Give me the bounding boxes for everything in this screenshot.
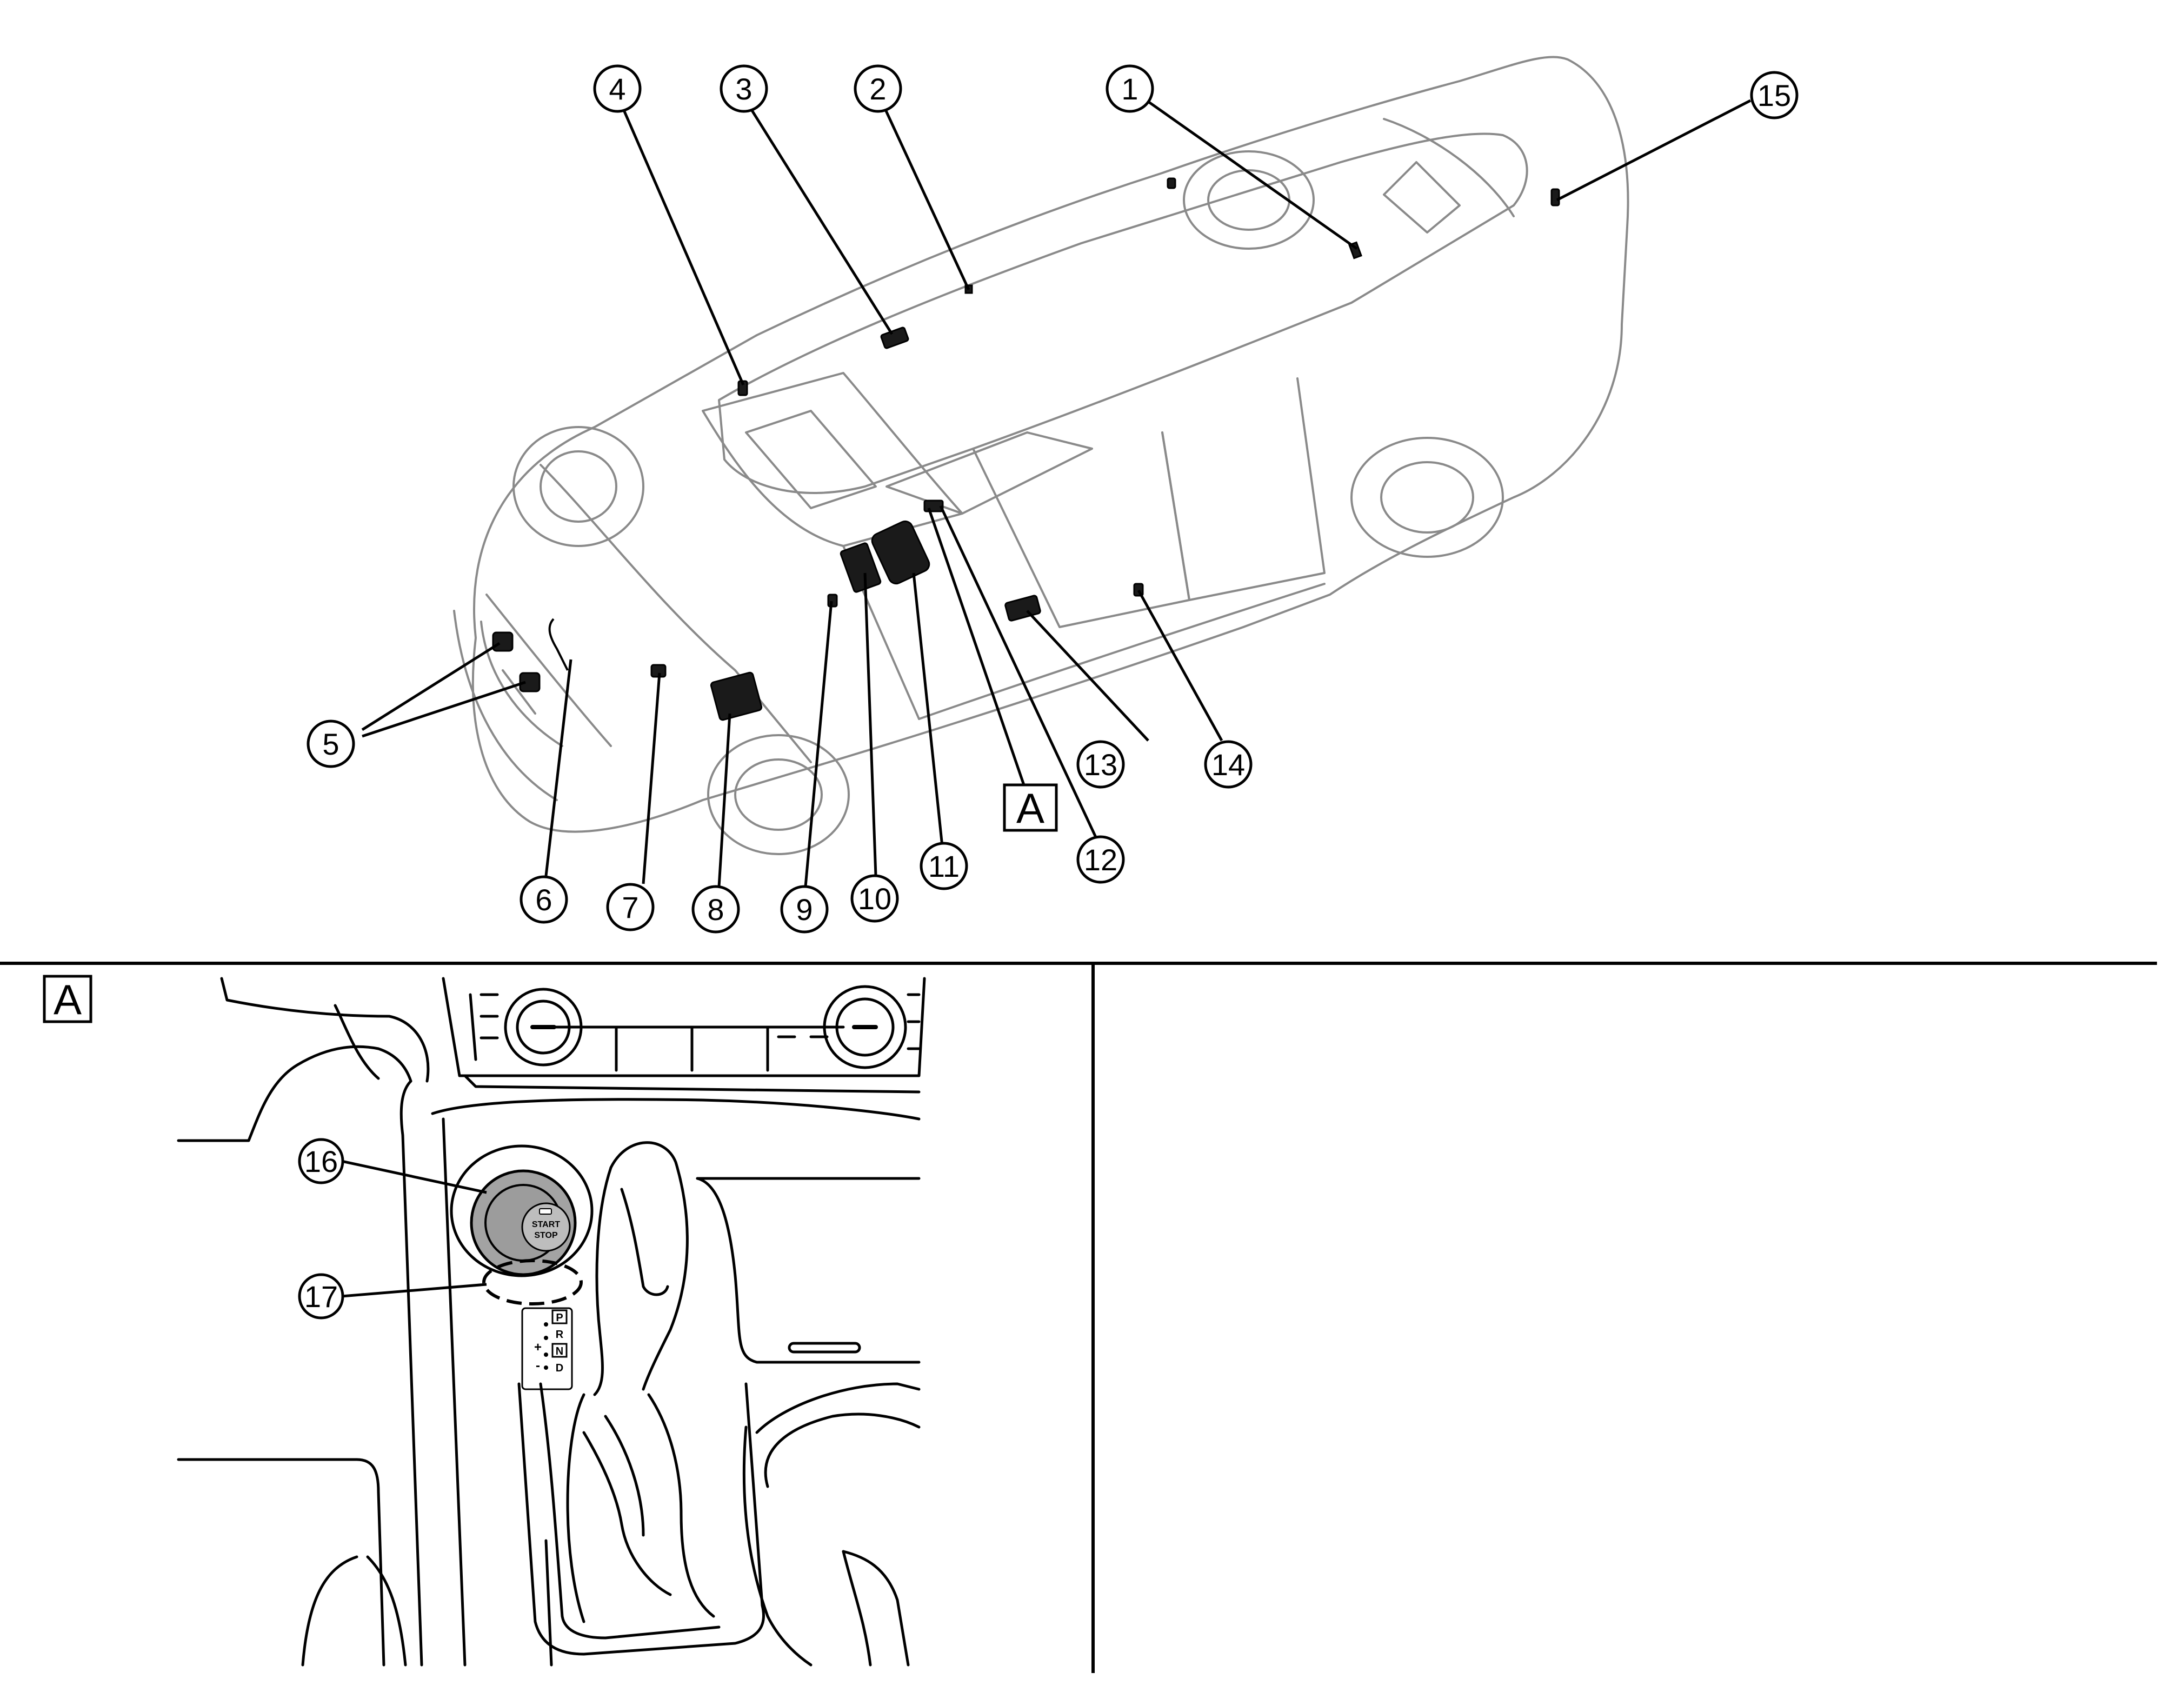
part-3-module: [880, 327, 909, 349]
callout-12-label: 12: [1084, 843, 1117, 877]
callout-9-label: 9: [796, 892, 813, 927]
callout-1-label: 1: [1121, 72, 1138, 106]
part-15-sensor: [1550, 188, 1560, 206]
callout-5: 5: [307, 719, 355, 768]
callout-2-label: 2: [869, 72, 886, 106]
callout-17: 17: [298, 1273, 344, 1320]
callout-12: 12: [1076, 835, 1125, 884]
callout-14: 14: [1204, 740, 1253, 789]
callout-13-label: 13: [1084, 748, 1117, 782]
part-13-switch: [1004, 595, 1041, 622]
callout-8-label: 8: [707, 892, 724, 927]
console-slot: [788, 1342, 861, 1354]
callout-10: 10: [850, 874, 899, 923]
detail-leader-lines: [341, 1160, 487, 1298]
callout-6-label: 6: [535, 883, 552, 917]
callout-13: 13: [1076, 740, 1125, 789]
shift-gate-panel: [521, 1307, 573, 1390]
callout-2: 2: [854, 64, 902, 113]
callout-10-label: 10: [858, 882, 891, 916]
part-5-horn-lower: [519, 672, 541, 692]
callout-1: 1: [1106, 64, 1154, 113]
detail-label-text: A: [54, 976, 82, 1023]
callout-11-label: 11: [928, 849, 960, 883]
callout-11: 11: [920, 842, 968, 890]
callout-5-label: 5: [322, 727, 339, 761]
callout-16-label: 16: [304, 1144, 338, 1178]
left-climate-knob[interactable]: [504, 988, 583, 1067]
part-6-cable: [548, 618, 569, 671]
car-body-illustration: [453, 56, 1629, 855]
gear-r: R: [556, 1329, 564, 1341]
callout-6: 6: [520, 875, 568, 924]
callout-15-label: 15: [1757, 78, 1791, 112]
gear-d: D: [556, 1362, 563, 1374]
callout-14-label: 14: [1211, 748, 1245, 782]
detail-panel-a: A: [43, 975, 926, 1667]
gear-p: P: [556, 1312, 563, 1324]
part-9-sensor: [827, 594, 838, 608]
callout-7: 7: [606, 883, 655, 931]
callout-3-label: 3: [735, 72, 752, 106]
component-parts: [492, 177, 1560, 721]
part-11-unit: [871, 520, 930, 585]
callout-3: 3: [720, 64, 768, 113]
part-5-horn-upper: [492, 631, 514, 652]
callout-16: 16: [298, 1138, 344, 1184]
detail-label-box: A: [43, 975, 92, 1023]
callout-4: 4: [593, 64, 642, 113]
callouts: 1 2 3 4 5 6 7 8: [307, 64, 1799, 934]
callout-7-label: 7: [622, 890, 638, 924]
view-label-main-text: A: [1016, 784, 1044, 832]
antenna-area-highlight: [482, 1259, 583, 1305]
start-stop-button[interactable]: START STOP: [470, 1169, 577, 1276]
gear-minus: -: [536, 1358, 540, 1373]
gear-plus: +: [534, 1340, 542, 1355]
callout-15: 15: [1750, 71, 1799, 119]
part-rear-clip: [1167, 177, 1176, 189]
callout-9: 9: [780, 885, 829, 934]
shift-gate-labels: P R N D + -: [534, 1309, 568, 1374]
stop-label: STOP: [534, 1231, 558, 1240]
console-line-art: [177, 977, 926, 1667]
leader-lines: [361, 99, 1752, 887]
callout-17-label: 17: [304, 1280, 338, 1314]
part-12-switch: [923, 499, 944, 512]
callout-4-label: 4: [609, 72, 625, 106]
view-label-box-main: A: [1003, 783, 1058, 832]
part-8-box: [710, 671, 763, 721]
callout-8: 8: [691, 885, 740, 934]
right-climate-knob[interactable]: [823, 985, 907, 1069]
part-10-unit: [840, 542, 882, 593]
start-label: START: [532, 1220, 560, 1229]
gear-n: N: [556, 1345, 563, 1357]
